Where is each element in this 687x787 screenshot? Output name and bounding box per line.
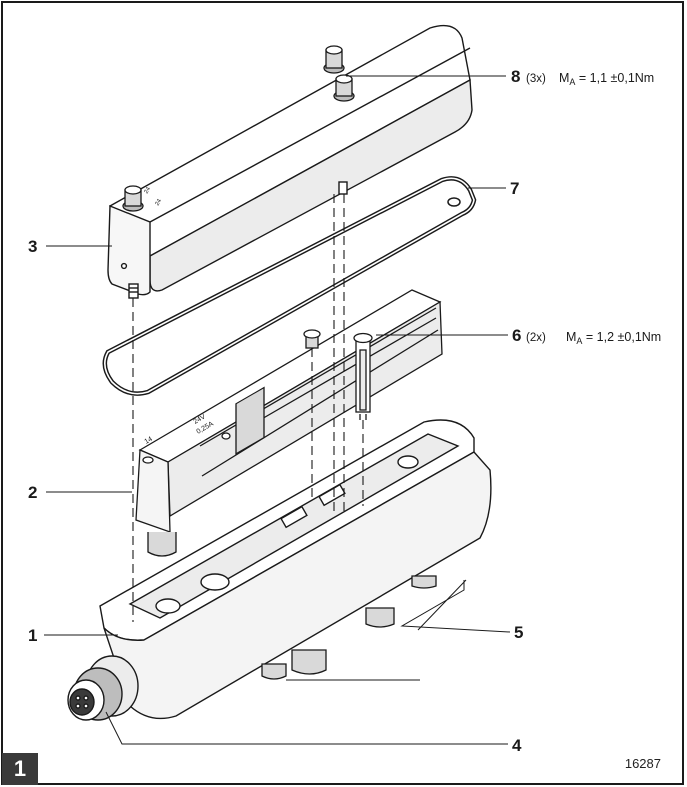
- callout-6-torque-sub: A: [576, 336, 582, 346]
- screw-8-a: [122, 185, 144, 212]
- callout-6-torque: MA = 1,2 ±0,1Nm: [566, 330, 661, 346]
- cover-part-3: [107, 24, 473, 299]
- cover-mark-1: 24: [144, 186, 153, 195]
- assembly-axis-lines: [132, 194, 364, 622]
- screw-6-a: [303, 329, 321, 349]
- callout-6-qty: (2x): [526, 332, 546, 344]
- callout-8-torque-value: = 1,1 ±0,1Nm: [575, 71, 654, 85]
- leader-lines: [44, 75, 511, 745]
- connectors-part-5: [261, 575, 437, 680]
- module-mark: 14: [144, 436, 154, 446]
- callout-1: 1: [28, 626, 37, 645]
- callout-7: 7: [510, 179, 519, 198]
- callout-6: 6: [512, 326, 521, 345]
- callout-8: 8: [511, 67, 520, 86]
- gasket-part-7: [102, 176, 477, 396]
- document-id: 16287: [624, 756, 661, 771]
- screw-8-c: [333, 74, 355, 102]
- base-part-1: [99, 419, 492, 720]
- screw-8-b: [323, 45, 345, 74]
- callout-2: 2: [28, 483, 37, 502]
- callout-6-torque-value: = 1,2 ±0,1Nm: [582, 330, 661, 344]
- callout-5: 5: [514, 623, 523, 642]
- callout-4: 4: [512, 736, 522, 755]
- callout-3: 3: [28, 237, 37, 256]
- callout-8-torque-prefix: M: [559, 71, 569, 85]
- figure-number-badge: 1: [2, 753, 38, 785]
- cover-markings: 24 24: [144, 186, 164, 207]
- callout-8-qty: (3x): [526, 73, 546, 85]
- cover-mark-2: 24: [155, 198, 164, 207]
- callout-6-torque-prefix: M: [566, 330, 576, 344]
- connector-part-4: [67, 655, 139, 721]
- callout-8-torque-sub: A: [569, 77, 575, 87]
- screw-6-b: [353, 332, 373, 420]
- callout-8-torque: MA = 1,1 ±0,1Nm: [559, 71, 654, 87]
